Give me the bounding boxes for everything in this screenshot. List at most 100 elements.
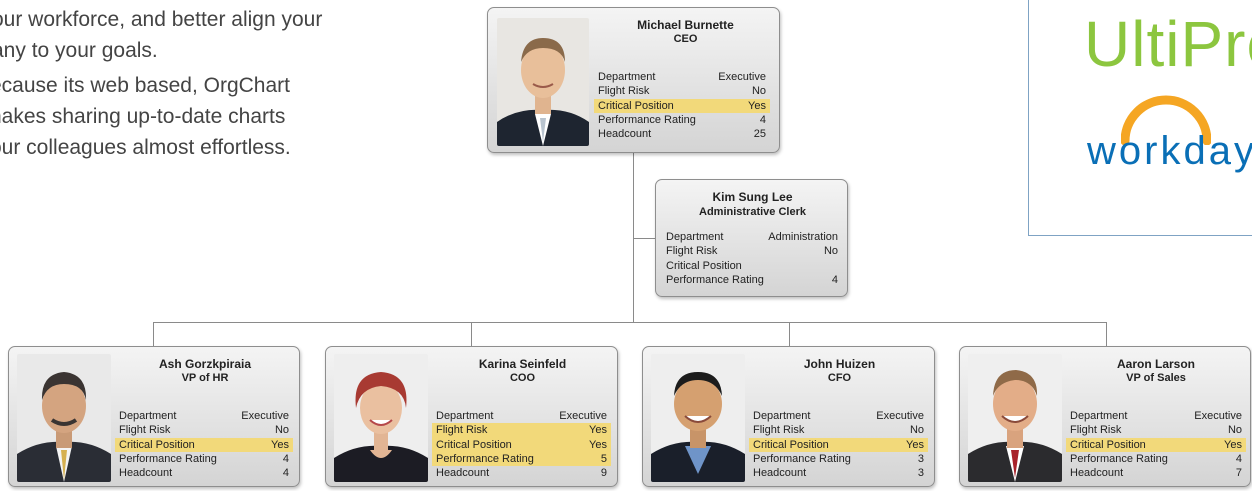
person-name: Aaron Larson	[1116, 357, 1195, 371]
attribute-table: Department Executive Flight Risk No Critic…	[115, 409, 293, 480]
attribute-label: Performance Rating	[436, 452, 534, 465]
attribute-label: Flight Risk	[436, 424, 488, 437]
attribute-value: 9	[600, 467, 607, 480]
attribute-value: Executive	[1194, 410, 1242, 422]
connector-line	[633, 238, 655, 239]
person-title: VP of HR	[181, 372, 229, 384]
attribute-value: Yes	[589, 424, 607, 437]
integration-logos-panel: UltiPro workday	[1028, 0, 1252, 236]
attribute-label: Performance Rating	[119, 452, 217, 465]
attribute-value: Administration	[768, 231, 838, 243]
attribute-value: 4	[282, 452, 289, 465]
attribute-row: Flight Risk Yes	[432, 423, 611, 438]
attribute-row: Performance Rating 4	[1066, 452, 1246, 466]
attribute-row: Flight Risk No	[115, 423, 293, 437]
person-title: CEO	[673, 33, 698, 45]
intro-paragraph-1: our workforce, and better align your any…	[0, 4, 322, 66]
attribute-value: 4	[1235, 452, 1242, 465]
attribute-label: Critical Position	[598, 99, 674, 112]
attribute-label: Critical Position	[119, 438, 195, 451]
attribute-label: Department	[119, 410, 177, 422]
profile-photo	[651, 354, 745, 482]
person-name: Ash Gorzkpiraia	[158, 357, 252, 371]
attribute-row: Headcount 7	[1066, 466, 1246, 480]
workday-arc-icon	[1121, 95, 1211, 145]
org-card-report[interactable]: Ash Gorzkpiraia VP of HR Department Execu…	[8, 346, 300, 487]
attribute-value: Yes	[271, 438, 289, 451]
attribute-value: Yes	[589, 438, 607, 451]
attribute-value: 4	[759, 113, 766, 126]
attribute-value: 7	[1235, 467, 1242, 480]
attribute-value: No	[274, 424, 289, 437]
attribute-value: Yes	[906, 438, 924, 451]
person-name: Karina Seinfeld	[478, 357, 567, 371]
attribute-value: No	[823, 245, 838, 258]
attribute-label: Critical Position	[436, 438, 512, 451]
connector-line	[471, 322, 472, 346]
attribute-label: Performance Rating	[1070, 452, 1168, 465]
connector-line	[633, 152, 634, 322]
attribute-value: Executive	[718, 71, 766, 83]
connector-line	[1106, 322, 1107, 346]
org-card-ceo[interactable]: Michael Burnette CEO Department Executive…	[487, 7, 780, 153]
attribute-table: Department Executive Flight Risk No Critic…	[594, 70, 770, 141]
attribute-label: Headcount	[753, 467, 807, 480]
intro-line: nakes sharing up-to-date charts	[0, 105, 286, 128]
person-title: VP of Sales	[1126, 372, 1186, 384]
person-title: COO	[509, 372, 536, 384]
attribute-value: Executive	[241, 410, 289, 422]
attribute-label: Department	[753, 410, 811, 422]
attribute-row: Critical Position Yes	[594, 98, 770, 113]
profile-photo	[497, 18, 589, 146]
org-card-assistant[interactable]: Kim Sung Lee Administrative Clerk Depart…	[655, 179, 848, 297]
intro-line: our colleagues almost effortless.	[0, 136, 291, 159]
attribute-row: Department Executive	[749, 409, 928, 423]
attribute-value: Executive	[876, 410, 924, 422]
attribute-row: Department Executive	[115, 409, 293, 423]
person-title: CFO	[827, 372, 852, 384]
attribute-row: Critical Position Yes	[115, 437, 293, 452]
person-title: Administrative Clerk	[699, 206, 806, 218]
org-card-report[interactable]: John Huizen CFO Department Executive Flig…	[642, 346, 935, 487]
attribute-label: Department	[666, 231, 724, 243]
attribute-row: Performance Rating 4	[115, 452, 293, 466]
attribute-label: Performance Rating	[598, 113, 696, 126]
attribute-label: Flight Risk	[119, 424, 171, 437]
attribute-value: Yes	[748, 99, 766, 112]
attribute-label: Flight Risk	[1070, 424, 1122, 437]
intro-paragraph-2: ecause its web based, OrgChart nakes sha…	[0, 70, 291, 163]
ultipro-logo: UltiPro	[1084, 8, 1252, 80]
profile-photo	[17, 354, 111, 482]
person-name: Kim Sung Lee	[712, 190, 793, 204]
attribute-value: 5	[600, 452, 607, 465]
attribute-label: Department	[436, 410, 494, 422]
attribute-row: Department Executive	[594, 70, 770, 84]
connector-line	[153, 322, 1107, 323]
attribute-label: Performance Rating	[753, 452, 851, 465]
intro-line: ecause its web based, OrgChart	[0, 74, 290, 97]
attribute-row: Performance Rating 4	[594, 113, 770, 127]
attribute-row: Department Executive	[432, 409, 611, 423]
attribute-value: Yes	[1224, 438, 1242, 451]
attribute-value: 3	[917, 467, 924, 480]
attribute-label: Department	[598, 71, 656, 83]
attribute-value: No	[751, 85, 766, 98]
attribute-label: Headcount	[1070, 467, 1124, 480]
attribute-value: Executive	[559, 410, 607, 422]
person-name: John Huizen	[803, 357, 876, 371]
attribute-label: Headcount	[436, 467, 490, 480]
person-name: Michael Burnette	[637, 18, 734, 32]
attribute-label: Flight Risk	[598, 85, 650, 98]
attribute-label: Flight Risk	[753, 424, 805, 437]
attribute-row: Headcount 9	[432, 466, 611, 480]
